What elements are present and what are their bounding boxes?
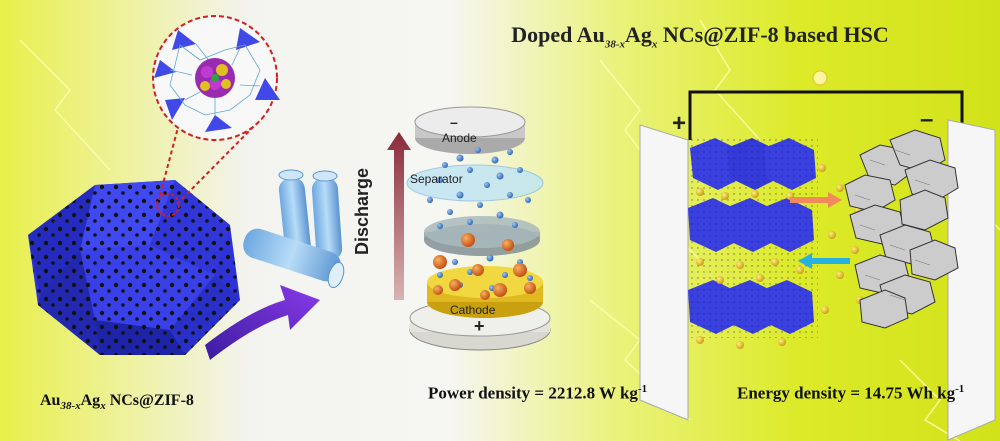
capacitor-minus-label: – (920, 106, 934, 133)
figure-title: Doped Au38-xAgx NCs@ZIF-8 based HSC (511, 22, 889, 51)
capacitor-ions (696, 164, 864, 349)
capacitor-circuit (639, 70, 996, 441)
capacitor-plus-label: + (672, 110, 687, 137)
zoom-inset (152, 15, 280, 141)
right-electrode (947, 119, 996, 441)
energy-density-label: Energy density = 14.75 Wh kg-1 (737, 383, 965, 403)
left-electrode (639, 124, 689, 421)
zif8-crystal (28, 180, 240, 355)
anode-label: Anode (442, 131, 477, 145)
ion-flow-arrows (790, 192, 850, 269)
discharge-arrow (387, 132, 411, 300)
discharge-label: Discharge (352, 167, 372, 255)
battery-stack (406, 106, 551, 351)
anode-minus-label: – (450, 114, 458, 130)
zif8-caption: Au38-xAgx NCs@ZIF-8 (40, 392, 194, 413)
battery-ions (427, 147, 536, 300)
power-density-label: Power density = 2212.8 W kg-1 (428, 383, 648, 403)
zoom-line (159, 119, 181, 196)
zoom-source-circle (156, 193, 180, 217)
curved-arrow-icon (205, 285, 320, 360)
separator-label: Separator (410, 172, 463, 186)
cathode-label: Cathode (450, 303, 496, 317)
bulb-icon (812, 70, 828, 86)
cathode-plus-label: + (474, 316, 485, 336)
zif-cluster (688, 138, 818, 338)
battery-cells-icon (243, 169, 345, 289)
graphene-sheets (844, 129, 959, 329)
